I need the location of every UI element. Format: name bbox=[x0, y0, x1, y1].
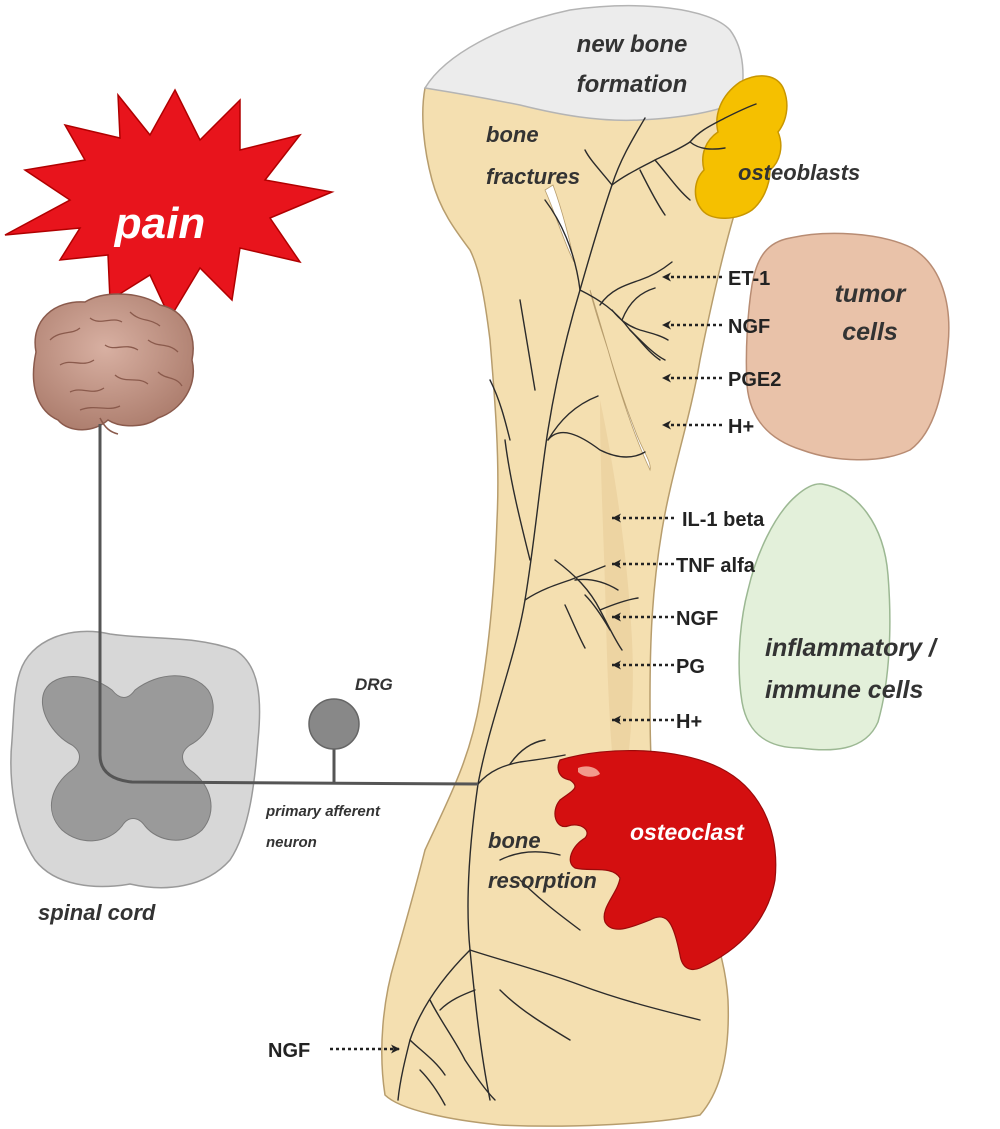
mediator-bottom-ngf: NGF bbox=[268, 1040, 310, 1062]
pain-label: pain bbox=[114, 199, 205, 248]
bone-resorption-label-1: bone bbox=[488, 828, 541, 853]
tumor-cells-blob bbox=[746, 233, 948, 459]
drg-label: DRG bbox=[355, 675, 393, 694]
mediator-inflammatory-h: H+ bbox=[676, 711, 702, 733]
mediator-pge2: PGE2 bbox=[728, 369, 781, 391]
mediator-il1beta: IL-1 beta bbox=[682, 509, 765, 531]
inflammatory-label-2: immune cells bbox=[765, 676, 923, 704]
tumor-cells-label-2: cells bbox=[842, 318, 898, 346]
bone-fractures-label-1: bone bbox=[486, 122, 539, 147]
mediator-tnf: TNF alfa bbox=[676, 555, 756, 577]
new-bone-formation-label-1: new bone bbox=[577, 31, 688, 58]
spinal-cord-label: spinal cord bbox=[38, 900, 156, 925]
drg-ganglion bbox=[309, 699, 359, 749]
primary-afferent-label-1: primary afferent bbox=[265, 803, 381, 820]
osteoclast-label: osteoclast bbox=[630, 819, 745, 845]
mediator-pg: PG bbox=[676, 656, 705, 678]
mediator-tumor-h: H+ bbox=[728, 416, 754, 438]
primary-afferent-label-2: neuron bbox=[266, 834, 317, 851]
new-bone-formation-label-2: formation bbox=[577, 71, 688, 98]
tumor-cells-label-1: tumor bbox=[835, 280, 907, 308]
brain-image bbox=[33, 294, 193, 434]
spinal-cord bbox=[11, 631, 260, 887]
bone-resorption-label-2: resorption bbox=[488, 868, 597, 893]
mediator-inflammatory-ngf: NGF bbox=[676, 608, 718, 630]
osteoblasts-label: osteoblasts bbox=[738, 160, 860, 185]
bone-fractures-label-2: fractures bbox=[486, 164, 580, 189]
mediator-et1: ET-1 bbox=[728, 268, 770, 290]
inflammatory-label-1: inflammatory / bbox=[765, 634, 939, 662]
mediator-tumor-ngf: NGF bbox=[728, 316, 770, 338]
